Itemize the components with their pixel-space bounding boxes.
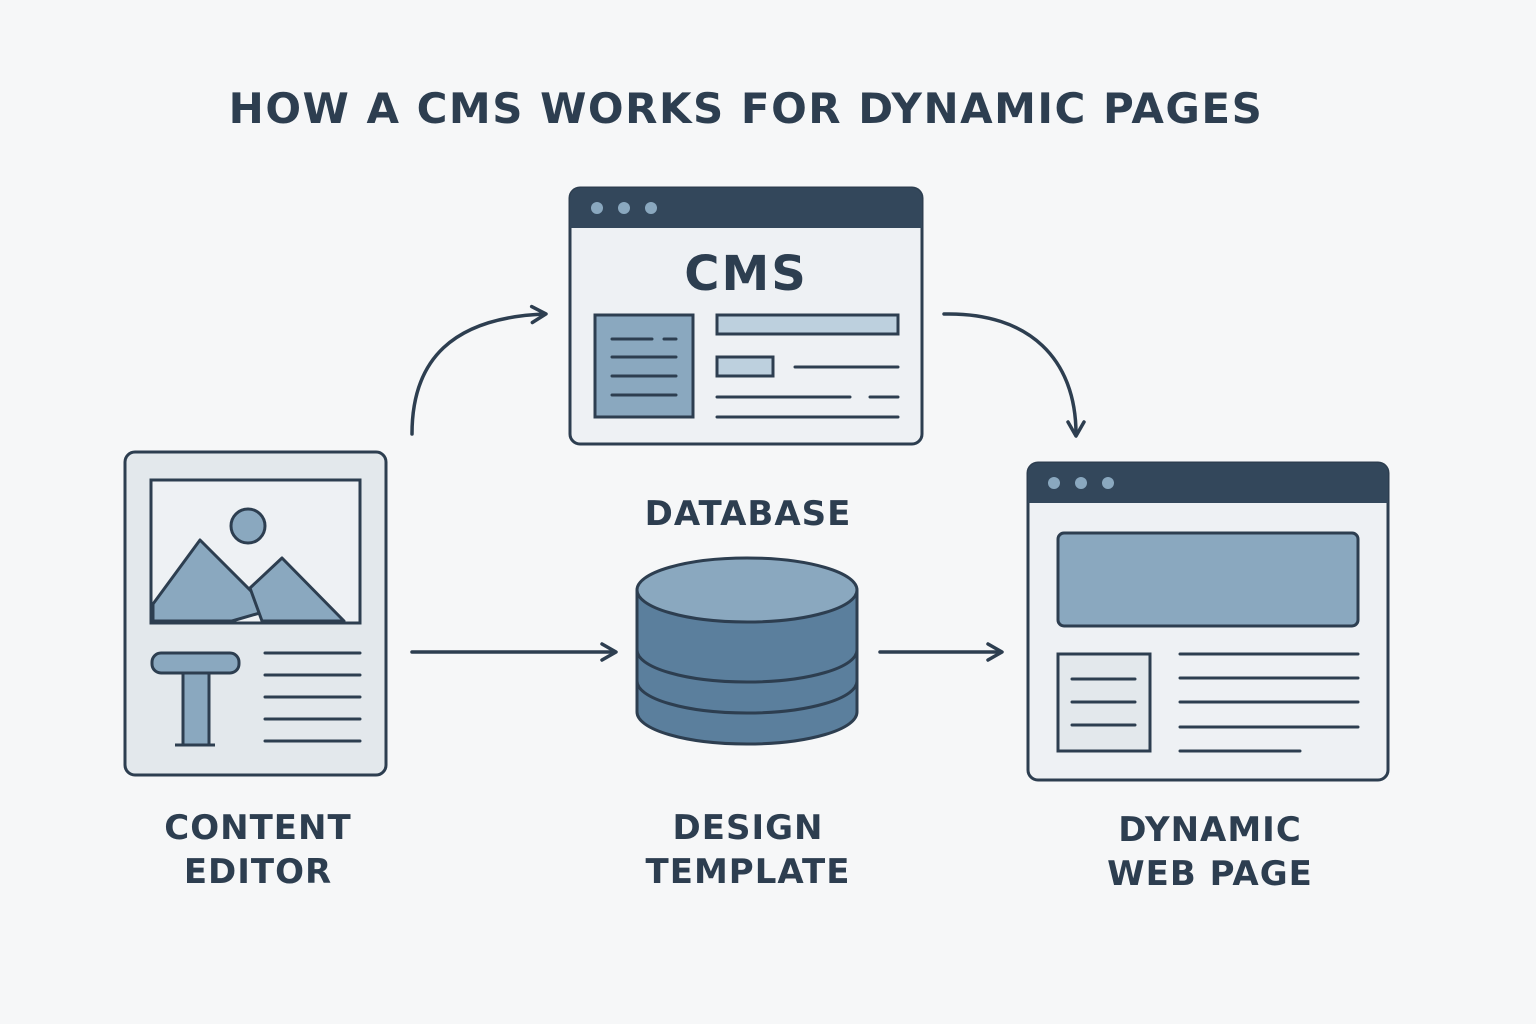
arrow-icon xyxy=(410,304,548,436)
diagram-title: HOW A CMS WORKS FOR DYNAMIC PAGES xyxy=(228,84,1264,133)
content-editor-card xyxy=(123,450,388,777)
design-template-label: DESIGN TEMPLATE xyxy=(645,808,851,892)
window-dot-icon xyxy=(591,202,603,214)
arrow-icon xyxy=(942,312,1086,438)
cms-window xyxy=(568,186,924,446)
database-icon xyxy=(635,556,859,746)
content-text-lines xyxy=(263,651,362,743)
window-dot-icon xyxy=(645,202,657,214)
window-dot-icon xyxy=(618,202,630,214)
text-cursor-icon xyxy=(150,651,241,747)
dynamic-web-page-label: DYNAMIC WEB PAGE xyxy=(1107,810,1313,894)
window-dot-icon xyxy=(1075,477,1087,489)
cms-label: CMS xyxy=(684,246,808,302)
browser-window-icon xyxy=(1026,461,1390,782)
window-dot-icon xyxy=(1102,477,1114,489)
image-icon xyxy=(149,478,362,625)
database-label: DATABASE xyxy=(644,494,852,534)
window-dot-icon xyxy=(1048,477,1060,489)
content-editor-label: CONTENT EDITOR xyxy=(164,808,352,892)
